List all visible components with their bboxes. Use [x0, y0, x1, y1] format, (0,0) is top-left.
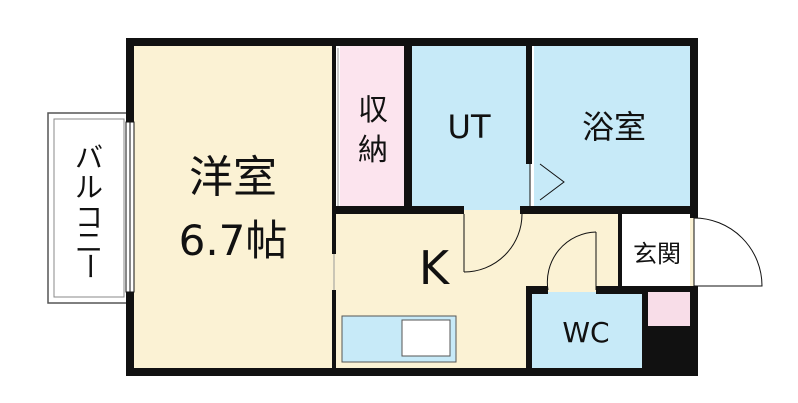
utility-label: UT [448, 108, 491, 146]
kitchen-label: K [419, 241, 451, 295]
balcony-label: バ ル コ ニ ー [73, 141, 106, 280]
entrance-door [693, 217, 763, 287]
western-partition [332, 44, 339, 370]
utility-door [463, 213, 523, 273]
kitchen-counter [341, 315, 457, 363]
balcony [47, 112, 131, 304]
western-room-name: 洋室 [189, 152, 277, 203]
balcony-window [125, 121, 135, 293]
interior-walls [332, 44, 694, 374]
balcony-char-2: ル [75, 171, 103, 204]
bath-label: 浴室 [582, 108, 646, 146]
balcony-char-4: ニ [75, 226, 103, 259]
storage-floor [340, 44, 406, 210]
entrance-floor [622, 214, 690, 288]
balcony-char-1: バ [75, 141, 103, 174]
balcony-char-3: コ [75, 201, 103, 234]
toilet-door [546, 231, 597, 291]
toilet-label: WC [562, 316, 609, 349]
western-room-floor [130, 44, 336, 372]
storage-label-line2: 納 [358, 133, 388, 168]
entrance-label: 玄関 [633, 240, 681, 268]
storage-label-line1: 収 [358, 93, 388, 128]
entrance-accent [648, 290, 690, 328]
bath-door [529, 163, 565, 206]
utility-floor [410, 44, 530, 210]
toilet-floor [530, 292, 642, 372]
balcony-char-5: ー [73, 252, 106, 280]
bath-floor [534, 44, 694, 210]
western-room-size: 6.7帖 [179, 216, 288, 265]
